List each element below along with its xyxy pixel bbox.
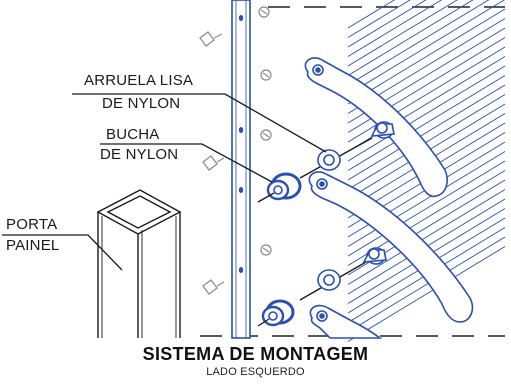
fin-line <box>347 75 506 171</box>
diagram-subtitle: LADO ESQUERDO <box>206 366 305 378</box>
leader-bushing <box>100 143 273 183</box>
fin-line <box>347 0 490 86</box>
fin-line <box>347 0 411 38</box>
fin-line <box>347 0 443 57</box>
label-post-line2: PAINEL <box>6 237 60 254</box>
rail-hole <box>238 267 244 273</box>
bolt-lower <box>299 247 387 301</box>
screw-icon <box>202 279 225 295</box>
screw-icon <box>260 69 272 81</box>
fin-line <box>347 84 506 181</box>
fin-line <box>347 0 427 48</box>
bracket-arm-middle <box>308 171 474 323</box>
screw-icon <box>260 244 272 256</box>
screw-icon <box>199 31 223 47</box>
fin-line <box>347 8 506 105</box>
fin-line <box>347 94 506 190</box>
diagram-title: SISTEMA DE MONTAGEM <box>142 344 369 364</box>
leader-post <box>2 234 123 271</box>
screw-icon <box>258 6 270 18</box>
label-bushing-line1: BUCHA <box>106 126 160 143</box>
fin-line <box>347 0 474 76</box>
rail-hole <box>238 127 244 133</box>
fin-line <box>347 46 506 143</box>
label-post-line1: PORTA <box>6 216 58 233</box>
nylon-washer-upper <box>317 149 341 171</box>
rail-hole <box>238 15 244 21</box>
bolt-upper <box>299 121 395 179</box>
fin-line <box>347 160 506 257</box>
nylon-bushing-lower <box>257 299 295 327</box>
leader-washer <box>72 93 327 153</box>
fin-line <box>347 0 506 95</box>
nylon-washer-lower <box>317 269 341 291</box>
nylon-bushing-upper <box>257 172 302 203</box>
screw-icon <box>202 155 225 171</box>
fin-line <box>347 0 396 29</box>
bracket-arm-lower <box>309 304 383 339</box>
leader-lines <box>2 93 327 271</box>
mounting-rail <box>231 0 251 339</box>
rail-hole <box>238 187 244 193</box>
fin-line <box>347 0 458 67</box>
label-washer-line1: ARRUELA LISA <box>84 72 194 89</box>
label-bushing-line2: DE NYLON <box>100 146 179 163</box>
fin-line <box>347 151 506 247</box>
bracket-arm-upper <box>304 57 448 198</box>
fin-line <box>347 246 506 342</box>
fin-line <box>347 189 506 285</box>
panel-post <box>96 189 182 338</box>
fin-line <box>347 65 506 162</box>
screw-icon <box>260 129 272 141</box>
screw-icons <box>199 6 272 295</box>
label-washer-line2: DE NYLON <box>102 95 181 112</box>
fin-line <box>347 236 506 333</box>
